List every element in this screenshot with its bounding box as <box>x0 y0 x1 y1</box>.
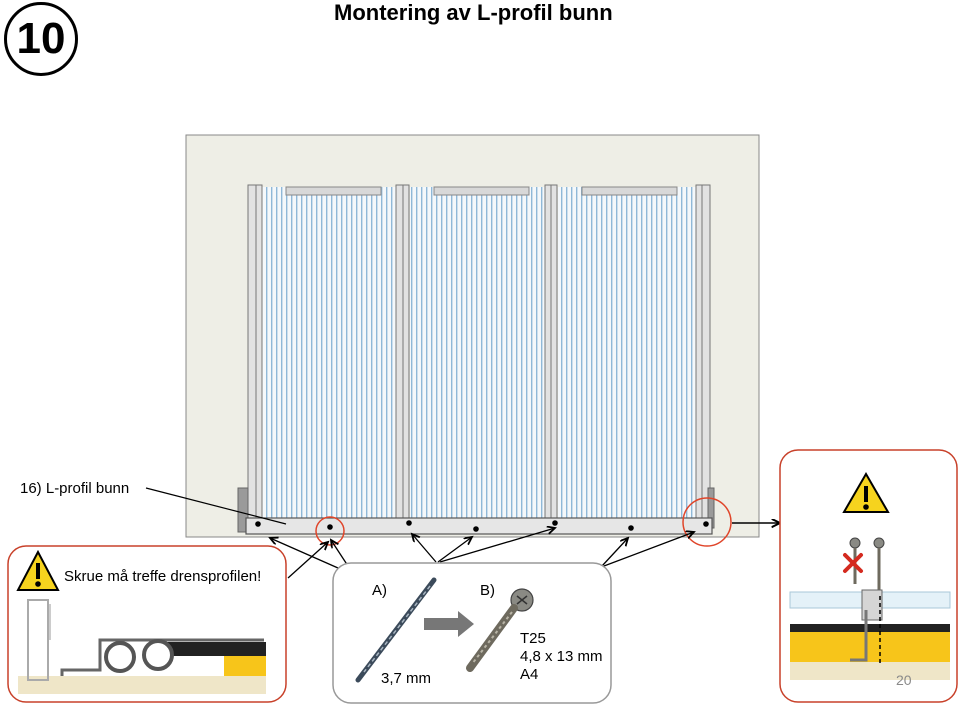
left-end-bracket <box>237 487 249 533</box>
fastener-arrows <box>270 528 694 579</box>
fastener-panel <box>332 562 612 704</box>
highlight-circle-right <box>682 497 732 547</box>
glazing-sheets <box>262 187 696 519</box>
vertical-profiles <box>247 184 711 521</box>
step-number-badge: 10 <box>4 2 78 76</box>
page-title: Montering av L-profil bunn <box>334 0 613 25</box>
top-caps <box>285 186 678 196</box>
cross-icon <box>843 553 863 573</box>
screw-holes <box>255 520 709 532</box>
drill-bit-icon <box>355 577 437 683</box>
page-number: 20 <box>896 672 912 688</box>
warning-panel <box>7 545 287 703</box>
drill-label: A) <box>372 582 387 599</box>
drill-size-text: 3,7 mm <box>381 670 432 687</box>
screw-label: B) <box>480 582 495 599</box>
l-profile-callout-label: 16) L-profil bunn <box>20 480 130 497</box>
screw-spec-material: A4 <box>520 666 539 683</box>
screw-icon <box>466 588 534 672</box>
warning-icon <box>842 472 890 513</box>
arrow-icon <box>424 611 474 637</box>
l-profile-bottom <box>245 517 713 535</box>
callout-leader <box>145 487 287 525</box>
screw-spec-size: 4,8 x 13 mm <box>520 648 603 665</box>
warning-text: Skrue må treffe drensprofilen! <box>64 568 262 585</box>
drain-profile-section <box>18 599 266 694</box>
screw-spec-drive: T25 <box>520 630 546 647</box>
glazing-cross-section <box>789 589 951 680</box>
warning-icon <box>16 549 60 591</box>
